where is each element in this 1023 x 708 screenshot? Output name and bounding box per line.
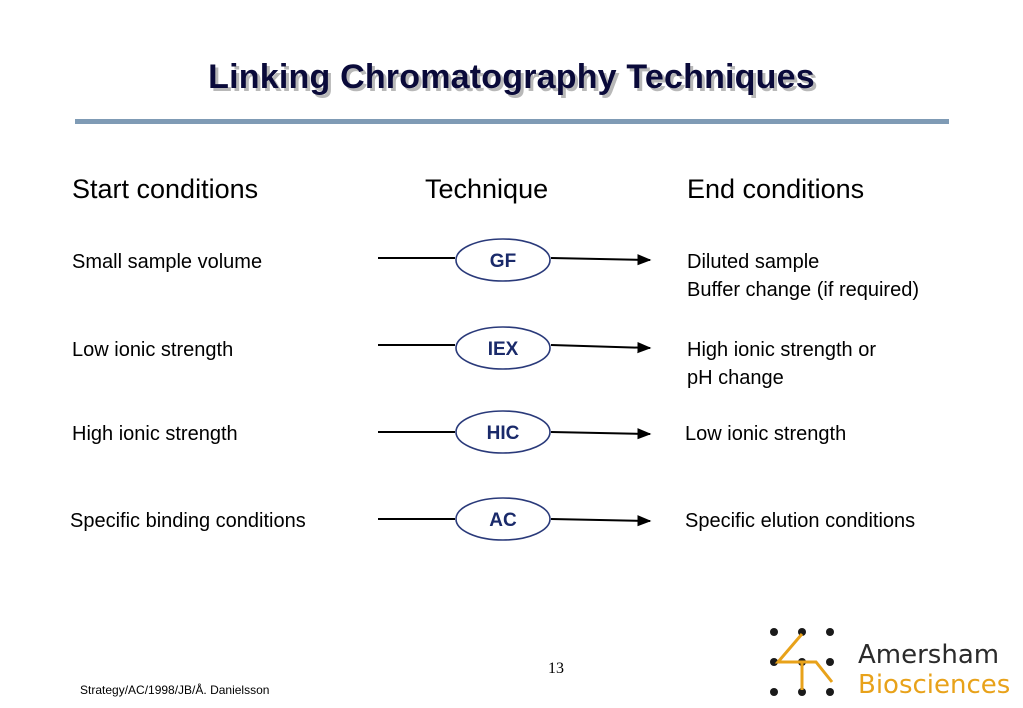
arrow-right-icon [550,428,652,440]
end-condition-line: Diluted sample [687,251,820,273]
end-condition-line: Low ionic strength [685,423,847,445]
start-condition-ac: Specific binding conditions [70,510,306,532]
technique-label-ac: AC [489,510,517,531]
arrow-right-icon [550,254,652,266]
technique-node-ac [455,497,551,541]
title-divider [75,119,949,124]
header-end-conditions: End conditions [687,174,865,204]
header-technique: Technique [425,174,549,204]
end-condition-hic: Low ionic strength [685,420,846,448]
start-condition-gf: Small sample volume [72,251,263,273]
amersham-logo-icon [770,628,834,696]
technique-label-gf: GF [490,251,516,272]
technique-node-gf [455,238,551,282]
slide-title: Linking Chromatography Techniques [208,58,815,96]
end-condition-line: pH change [687,367,784,389]
company-logo-wordmark: Amersham Biosciences [858,640,1010,700]
technique-node-iex [455,326,551,370]
end-condition-ac: Specific elution conditions [685,507,915,535]
page-number: 13 [548,660,564,677]
footer-credit: Strategy/AC/1998/JB/Å. Danielsson [80,683,270,697]
technique-label-hic: HIC [487,423,520,444]
logo-line-2: Biosciences [858,670,1011,700]
header-start-conditions: Start conditions [72,174,259,204]
start-condition-iex: Low ionic strength [72,339,234,361]
end-condition-iex: High ionic strength or pH change [687,336,876,392]
end-condition-line: Buffer change (if required) [687,279,919,301]
technique-label-iex: IEX [488,339,519,360]
end-condition-line: Specific elution conditions [685,510,916,532]
end-condition-line: High ionic strength or [687,339,876,361]
arrow-right-icon [550,515,652,527]
arrow-right-icon [550,342,652,354]
start-condition-hic: High ionic strength [72,423,238,445]
logo-line-1: Amersham [858,640,1000,670]
end-condition-gf: Diluted sample Buffer change (if require… [687,248,919,304]
technique-node-hic [455,410,551,454]
